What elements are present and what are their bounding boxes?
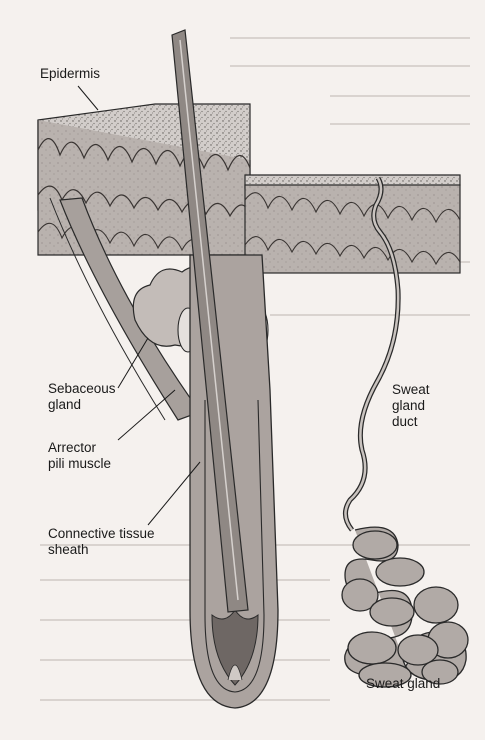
arrector-label-line1: Arrector	[48, 440, 111, 456]
sweat-duct-label-line2: gland	[392, 398, 430, 414]
arrector-pili-label: Arrector pili muscle	[48, 440, 111, 472]
arrector-label-line2: pili muscle	[48, 456, 111, 472]
sweat-gland-coil	[342, 527, 468, 687]
connective-label-line2: sheath	[48, 542, 155, 558]
connective-label-line1: Connective tissue	[48, 526, 155, 542]
sweat-gland-duct-label: Sweat gland duct	[392, 382, 430, 430]
sweat-gland-label: Sweat gland	[366, 676, 440, 692]
sweat-duct-label-line3: duct	[392, 414, 430, 430]
epidermis-label-text: Epidermis	[40, 66, 100, 81]
sebaceous-label-line2: gland	[48, 397, 116, 413]
sebaceous-gland-label: Sebaceous gland	[48, 381, 116, 413]
sweat-duct-label-line1: Sweat	[392, 382, 430, 398]
epidermis-label: Epidermis	[40, 66, 100, 82]
epidermis-block-right	[245, 175, 460, 273]
epidermis-block-left	[38, 104, 250, 255]
sweat-gland-label-text: Sweat gland	[366, 676, 440, 691]
sebaceous-label-line1: Sebaceous	[48, 381, 116, 397]
connective-tissue-label: Connective tissue sheath	[48, 526, 155, 558]
